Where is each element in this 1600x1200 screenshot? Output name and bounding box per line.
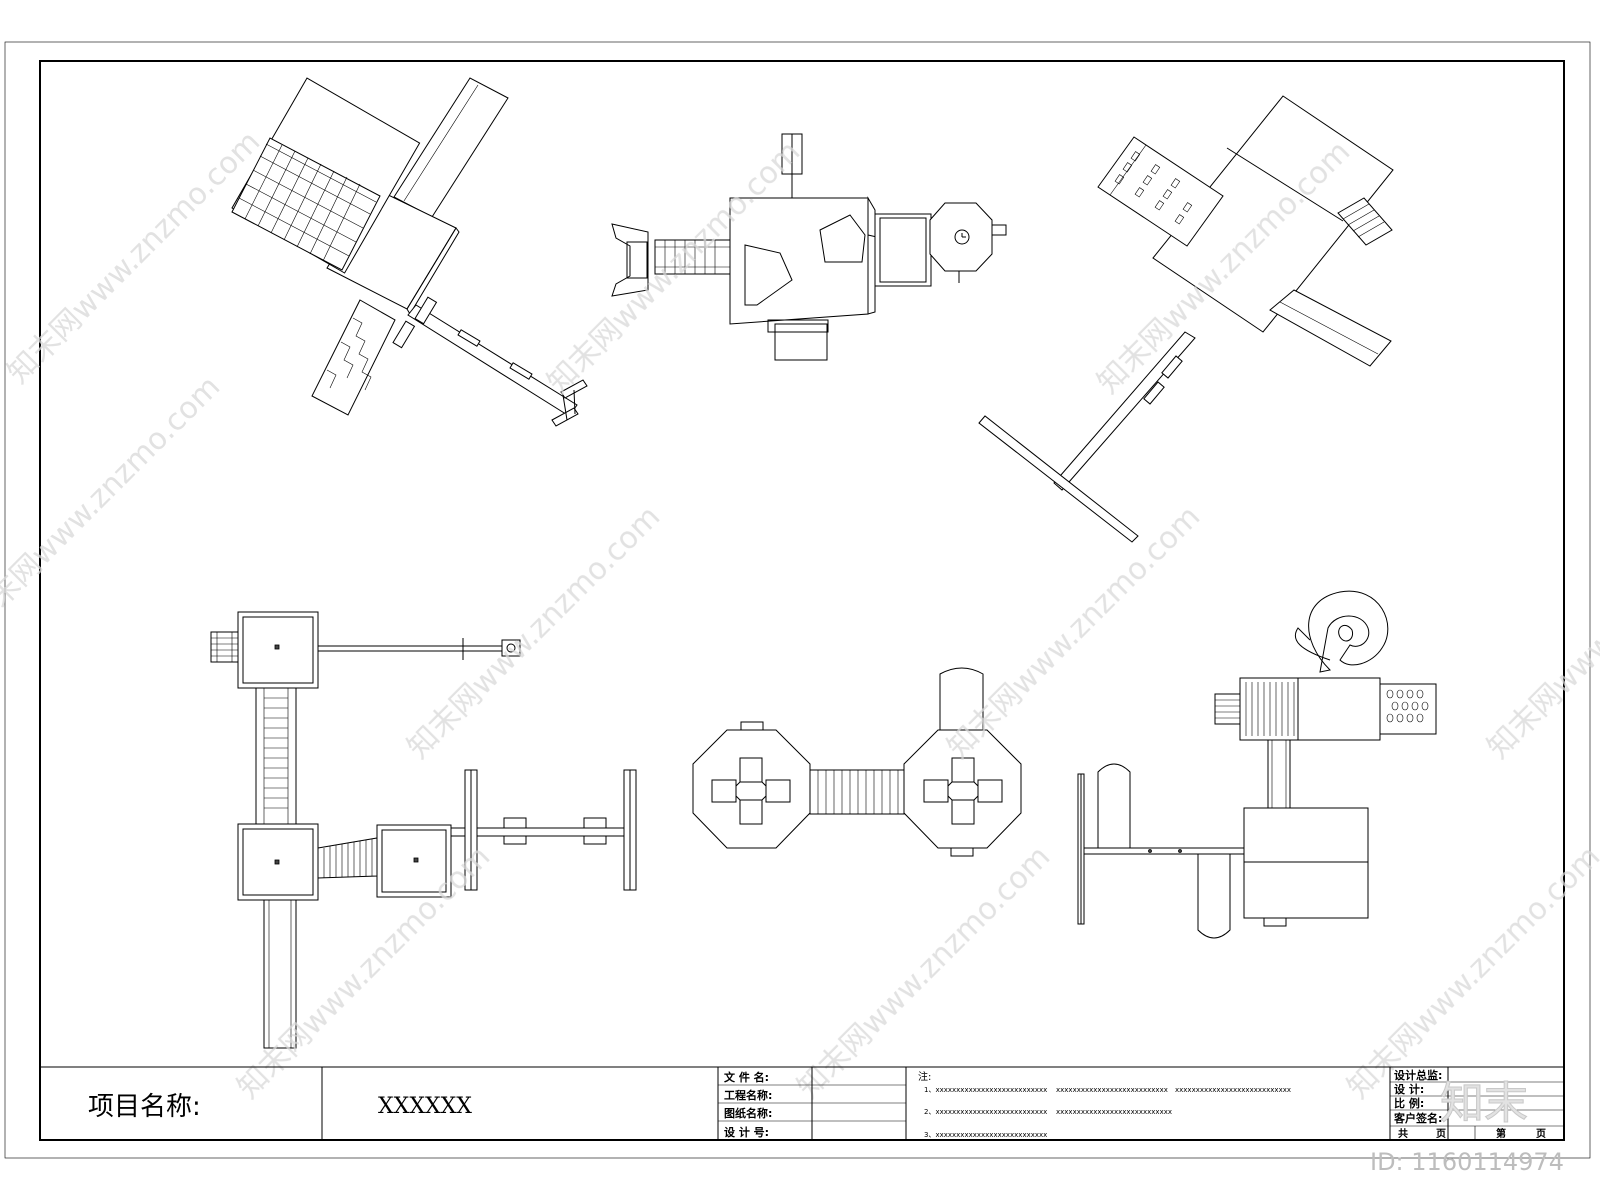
title-block: 项目名称: XXXXXX 文 件 名: 工程名称: 图纸名称: 设 计 号: 注… [40,1066,1564,1140]
note-3a: 3、xxxxxxxxxxxxxxxxxxxxxxxxxxx [924,1131,1047,1139]
page-current-unit: 页 [1536,1128,1546,1140]
design-director-label: 设计总监: [1394,1068,1442,1082]
project-label: 项目名称: [88,1092,201,1122]
watermark-text: 知末网www.znzmo.com [1341,839,1600,1105]
project-value: XXXXXX [378,1094,472,1119]
note-1a: 1、xxxxxxxxxxxxxxxxxxxxxxxxxxx [924,1086,1047,1094]
playground-plan-6 [1077,590,1437,939]
playground-plan-1 [231,77,588,427]
watermark-logo: 知末 [1440,1078,1528,1129]
notes-heading: 注: [918,1070,931,1083]
playground-plan-5 [692,667,1022,857]
page-total-label: 共 [1398,1127,1408,1140]
field-file-name-label: 文 件 名: [724,1070,769,1084]
scale-label: 比 例: [1394,1096,1424,1110]
playground-plan-4 [210,611,637,1049]
watermark-text: 知末网www.znzmo.com [941,499,1207,765]
image-id-label: ID: 1160114974 [1370,1148,1564,1176]
field-project-name-label: 工程名称: [724,1088,772,1102]
watermark-text: 知末网www.znzmo.com [1481,499,1600,765]
inner-frame [39,60,1565,1141]
note-1c: xxxxxxxxxxxxxxxxxxxxxxxxxxxx [1175,1086,1291,1094]
outer-frame [4,41,1591,1159]
playground-plan-2 [611,133,1007,361]
page-total-unit: 页 [1436,1128,1446,1140]
note-2b: xxxxxxxxxxxxxxxxxxxxxxxxxxxx [1056,1108,1172,1116]
note-1b: xxxxxxxxxxxxxxxxxxxxxxxxxxx [1056,1086,1168,1094]
field-design-no-label: 设 计 号: [724,1125,769,1139]
watermark-text: 知末网www.znzmo.com [401,499,667,765]
note-2a: 2、xxxxxxxxxxxxxxxxxxxxxxxxxxx [924,1108,1047,1116]
watermark-text: 知末网www.znzmo.com [0,369,227,635]
page-current-label: 第 [1496,1127,1506,1140]
playground-plan-3 [978,95,1394,543]
watermark-text: 知末网www.znzmo.com [791,839,1057,1105]
field-drawing-name-label: 图纸名称: [724,1106,772,1120]
client-signature-label: 客户签名: [1393,1111,1442,1125]
designer-label: 设 计: [1394,1082,1424,1096]
